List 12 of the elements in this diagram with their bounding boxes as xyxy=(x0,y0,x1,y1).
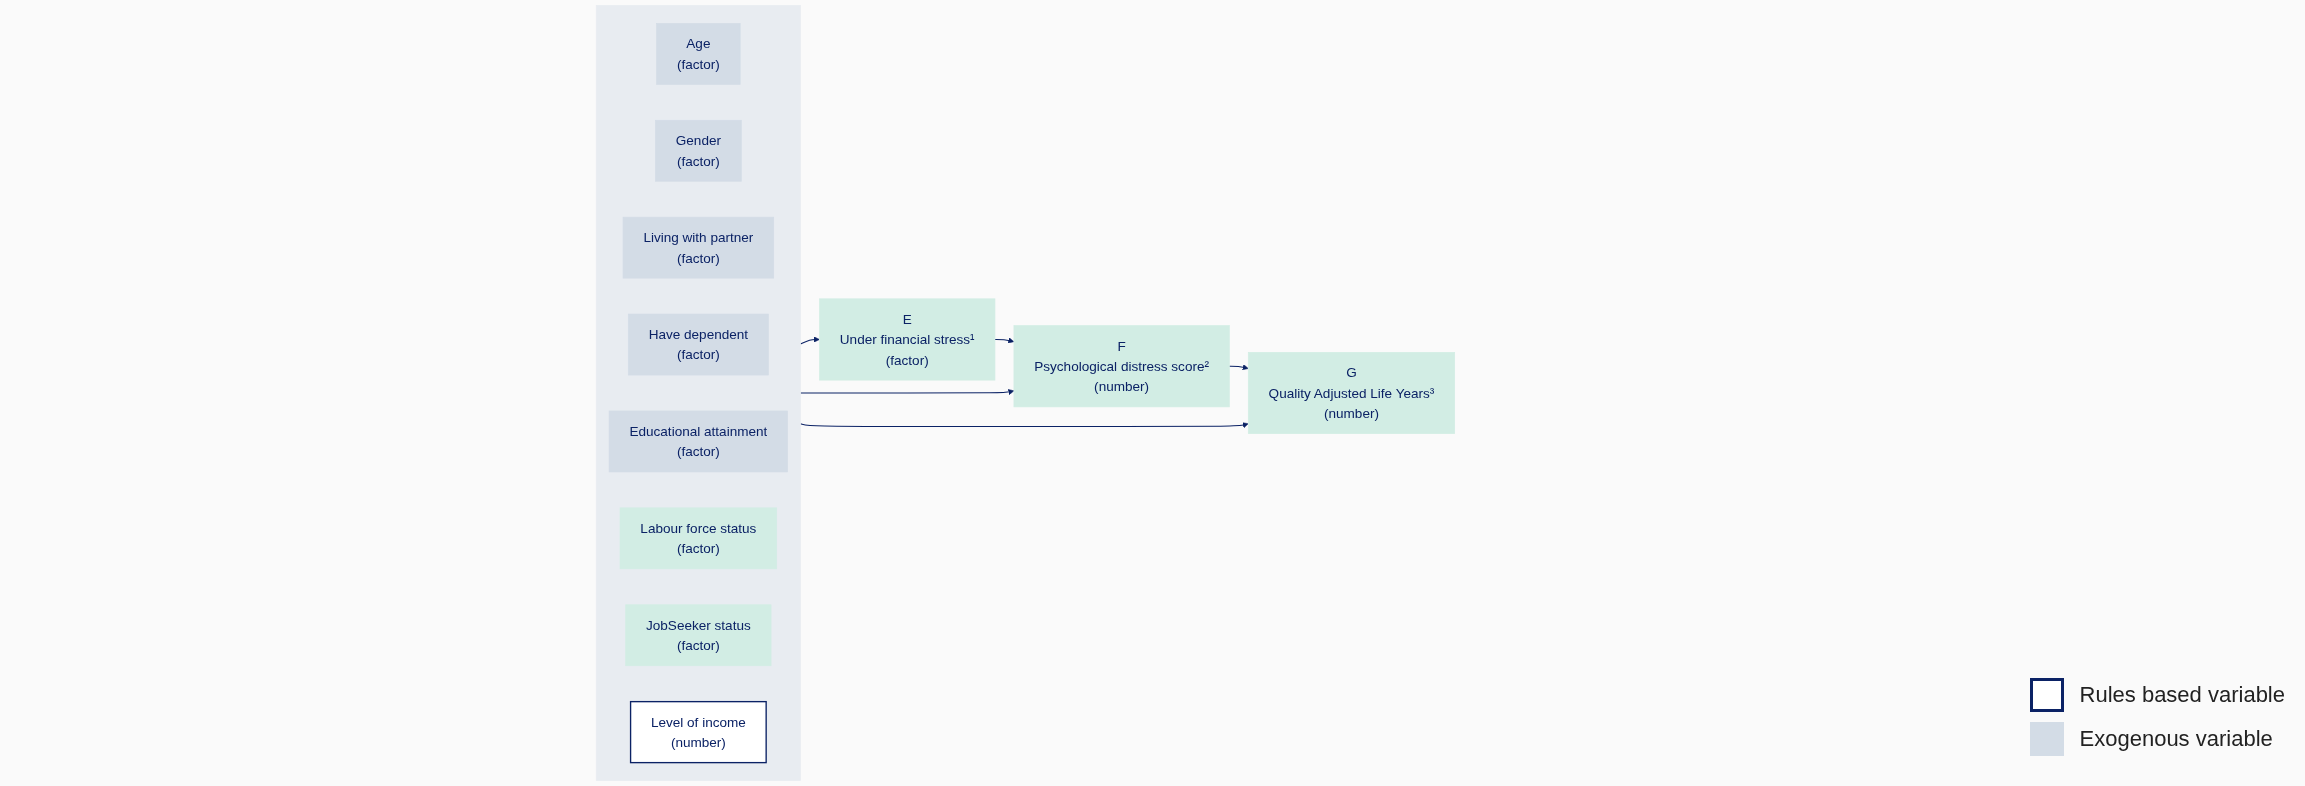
node-box: G Quality Adjusted Life Years³ (number) xyxy=(1247,352,1455,434)
legend-label: Exogenous variable xyxy=(2079,726,2273,752)
node-box: E Under financial stress¹ (factor) xyxy=(818,298,995,381)
cluster xyxy=(595,5,801,781)
node-box: Level of income (number) xyxy=(629,700,767,764)
node-box: F Psychological distress score² (number) xyxy=(1013,325,1230,408)
arrow xyxy=(799,336,820,345)
arrow xyxy=(1228,364,1249,371)
arrow xyxy=(799,389,1014,395)
arrow xyxy=(994,337,1014,344)
legend-label: Rules based variable xyxy=(2079,682,2285,708)
arrow xyxy=(799,422,1249,429)
